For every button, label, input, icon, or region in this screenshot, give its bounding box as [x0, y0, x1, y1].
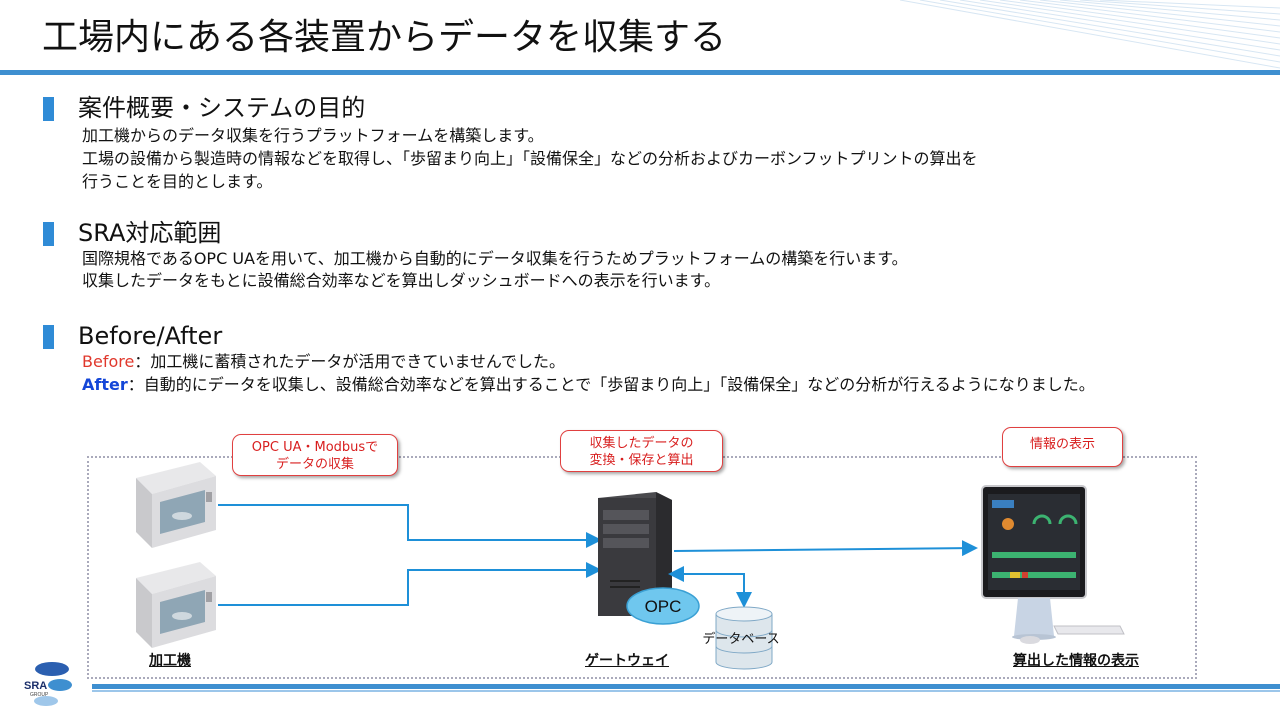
machine-icon	[136, 562, 216, 648]
callout-line: 収集したデータの	[589, 436, 694, 451]
callout-line: 情報の表示	[1029, 437, 1095, 452]
data-flow-arrow	[218, 562, 602, 606]
caption-display: 算出した情報の表示	[1013, 653, 1139, 669]
monitor-icon	[981, 485, 1125, 644]
overview-line: 行うことを目的とします。	[82, 172, 273, 191]
before-label: Before	[82, 352, 135, 371]
system-diagram: OPC データベース	[136, 462, 1125, 670]
section-heading-scope: SRA対応範囲	[78, 219, 222, 247]
data-flow-arrow	[218, 504, 602, 548]
section-heading-overview: 案件概要・システムの目的	[78, 94, 366, 122]
callout-line: OPC UA・Modbusで	[251, 440, 379, 455]
before-line: Before：加工機に蓄積されたデータが活用できていませんでした。	[82, 351, 565, 373]
header-stripes	[900, 0, 1280, 69]
callout-line: データの収集	[275, 457, 354, 472]
callout-line: 変換・保存と算出	[589, 453, 694, 468]
db-flow-arrow	[668, 566, 752, 608]
machine-icon	[136, 462, 216, 548]
scope-line: 国際規格であるOPC UAを用いて、加工機から自動的にデータ収集を行うためプラッ…	[82, 249, 908, 268]
overview-line: 工場の設備から製造時の情報などを取得し、「歩留まり向上」「設備保全」などの分析お…	[82, 149, 978, 168]
page-title: 工場内にある各装置からデータを収集する	[42, 17, 727, 58]
footer-rule	[92, 684, 1280, 689]
callout-display: 情報の表示	[1002, 427, 1123, 467]
section-marker	[43, 325, 54, 349]
caption-gateway: ゲートウェイ	[585, 653, 669, 669]
before-text: ：加工機に蓄積されたデータが活用できていませんでした。	[134, 352, 566, 371]
footer-rule-light	[92, 690, 1280, 692]
title-underline	[0, 70, 1280, 75]
callout-collect: OPC UA・Modbusで データの収集	[232, 434, 398, 476]
after-line: After：自動的にデータを収集し、設備総合効率などを算出することで「歩留まり向…	[82, 374, 1095, 396]
scope-line: 収集したデータをもとに設備総合効率などを算出しダッシュボードへの表示を行います。	[82, 271, 721, 290]
after-text: ：自動的にデータを収集し、設備総合効率などを算出することで「歩留まり向上」「設備…	[127, 375, 1095, 394]
opc-label: OPC	[645, 597, 682, 616]
section-heading-before-after: Before/After	[78, 322, 223, 350]
callout-convert: 収集したデータの 変換・保存と算出	[560, 430, 723, 472]
database-icon	[715, 606, 773, 670]
caption-machine: 加工機	[149, 653, 191, 669]
sra-logo: SRA GROUP	[24, 662, 72, 706]
section-marker	[43, 97, 54, 121]
database-label: データベース	[702, 631, 779, 646]
svg-text:GROUP: GROUP	[30, 692, 49, 698]
after-label: After	[82, 375, 128, 394]
section-marker	[43, 222, 54, 246]
display-flow-arrow	[673, 540, 978, 557]
svg-text:SRA: SRA	[24, 680, 47, 692]
overview-line: 加工機からのデータ収集を行うプラットフォームを構築します。	[82, 126, 544, 145]
